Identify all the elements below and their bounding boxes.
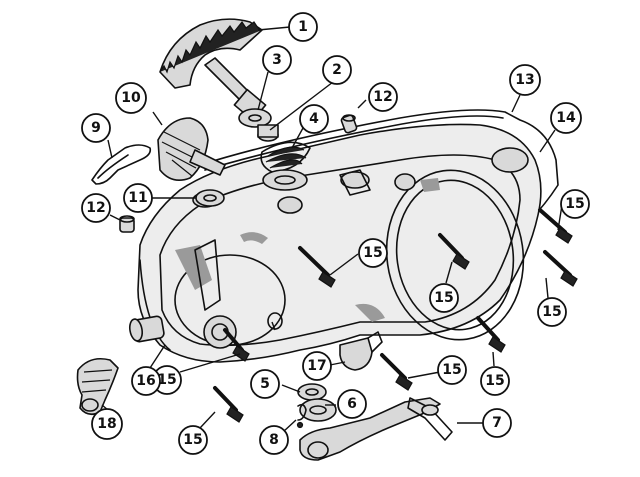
callout-1: 1 — [288, 12, 318, 42]
callout-14: 14 — [550, 102, 582, 134]
kick-lever-7 — [299, 397, 453, 461]
callout-9: 9 — [81, 113, 111, 143]
callout-6: 6 — [337, 389, 367, 419]
callout-4: 4 — [299, 104, 329, 134]
kick-gear-segment — [159, 18, 267, 122]
pipe-16 — [128, 315, 165, 343]
bolts — [213, 208, 578, 423]
callout-7-label: 7 — [492, 415, 502, 431]
callout-11-label: 11 — [128, 190, 147, 206]
spring-clip-9 — [91, 144, 152, 185]
callout-15-d-label: 15 — [542, 304, 561, 320]
callout-15-d: 15 — [537, 297, 567, 327]
kick-starter-pinion-10 — [157, 117, 226, 181]
callout-15-f-label: 15 — [442, 362, 461, 378]
callout-5: 5 — [250, 369, 280, 399]
callout-15-e: 15 — [480, 366, 510, 396]
callout-17-label: 17 — [307, 358, 326, 374]
callout-15-c-label: 15 — [434, 290, 453, 306]
bushing-2 — [257, 124, 279, 142]
callout-15-b: 15 — [358, 238, 388, 268]
callout-12-top: 12 — [368, 82, 398, 112]
hose-18 — [76, 357, 119, 416]
callout-15-b-label: 15 — [363, 245, 382, 261]
dowel-pin-12-left — [119, 215, 135, 233]
callout-15-g-label: 15 — [157, 372, 176, 388]
callout-15-e-label: 15 — [485, 373, 504, 389]
callout-9-label: 9 — [91, 120, 101, 136]
callout-15-a-label: 15 — [565, 196, 584, 212]
callout-18-label: 18 — [97, 416, 116, 432]
callout-15-g: 15 — [152, 365, 182, 395]
callout-13: 13 — [509, 64, 541, 96]
callout-12-top-label: 12 — [373, 89, 392, 105]
callout-13-label: 13 — [515, 72, 534, 88]
callout-18: 18 — [91, 408, 123, 440]
washer-3 — [238, 108, 272, 128]
callout-16-label: 16 — [136, 373, 155, 389]
bracket-17 — [339, 331, 383, 371]
seal-11 — [195, 189, 225, 207]
callout-15-a: 15 — [560, 189, 590, 219]
callout-12-left-label: 12 — [86, 200, 105, 216]
callout-3: 3 — [262, 45, 292, 75]
clip-8 — [296, 403, 307, 429]
callout-10-label: 10 — [121, 90, 141, 106]
callout-8-label: 8 — [269, 432, 279, 448]
callout-5-label: 5 — [260, 376, 270, 392]
callout-15-h-label: 15 — [183, 432, 202, 448]
callout-1-label: 1 — [298, 19, 308, 35]
callout-10: 10 — [115, 82, 147, 114]
callout-2: 2 — [322, 55, 352, 85]
callout-17: 17 — [302, 351, 332, 381]
callout-6-label: 6 — [347, 396, 357, 412]
callout-7: 7 — [482, 408, 512, 438]
callout-11: 11 — [123, 183, 153, 213]
washer-5 — [297, 383, 327, 401]
callout-15-c: 15 — [429, 283, 459, 313]
callout-3-label: 3 — [272, 52, 282, 68]
callout-14-label: 14 — [556, 110, 576, 126]
callout-15-h: 15 — [178, 425, 208, 455]
dowel-pin-12-top — [340, 114, 358, 134]
callout-2-label: 2 — [332, 62, 342, 78]
callout-15-f: 15 — [437, 355, 467, 385]
spring-4 — [260, 141, 311, 191]
callouts: 1 2 3 4 5 6 7 8 9 10 11 12 12 13 14 15 1… — [81, 12, 590, 455]
callout-16: 16 — [131, 366, 161, 396]
callout-8: 8 — [259, 425, 289, 455]
callout-4-label: 4 — [309, 111, 319, 127]
callout-12-left: 12 — [81, 193, 111, 223]
